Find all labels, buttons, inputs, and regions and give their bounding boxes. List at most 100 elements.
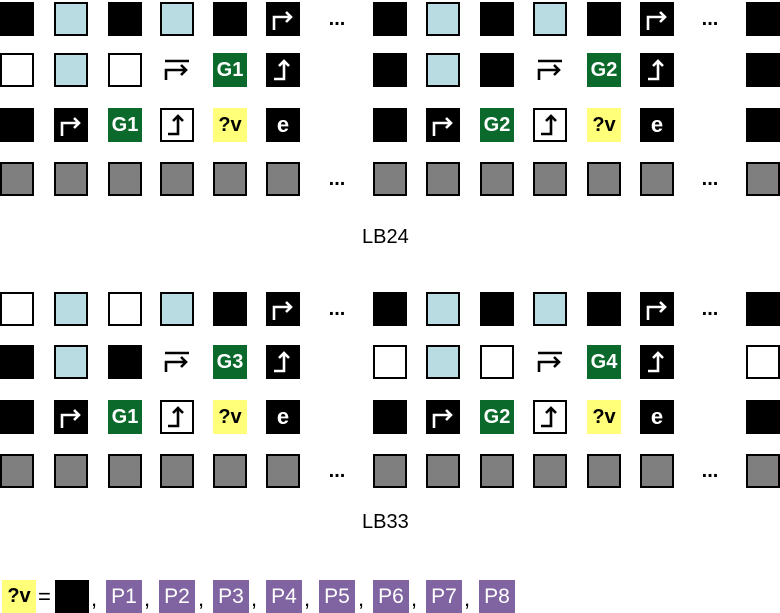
gray-cell bbox=[373, 454, 407, 488]
e-cell: e bbox=[266, 400, 300, 434]
black-cell bbox=[0, 345, 34, 379]
ellipsis: ... bbox=[701, 459, 719, 482]
black-cell bbox=[480, 2, 514, 36]
gray-cell bbox=[640, 162, 674, 196]
turn-right-arrow-icon bbox=[426, 108, 460, 142]
gray-cell bbox=[480, 162, 514, 196]
black-cell bbox=[0, 400, 34, 434]
gray-cell bbox=[533, 162, 567, 196]
gray-cell bbox=[373, 162, 407, 196]
black-cell bbox=[0, 108, 34, 142]
gray-cell bbox=[160, 162, 194, 196]
gray-cell bbox=[213, 454, 247, 488]
black-cell bbox=[480, 292, 514, 326]
legend-separator: , bbox=[251, 586, 258, 611]
black-cell bbox=[373, 292, 407, 326]
ellipsis: ... bbox=[328, 7, 346, 30]
gray-cell bbox=[480, 454, 514, 488]
gray-cell bbox=[160, 454, 194, 488]
lightblue-cell bbox=[426, 2, 460, 36]
legend-black-cell bbox=[55, 580, 89, 613]
green-label-cell: G3 bbox=[213, 345, 247, 379]
legend-separator: , bbox=[358, 586, 365, 611]
gray-cell bbox=[587, 162, 621, 196]
caption-lb33: LB33 bbox=[362, 511, 409, 533]
turn-right-arrow-icon bbox=[426, 400, 460, 434]
green-label-cell: G2 bbox=[480, 108, 514, 142]
gray-cell bbox=[746, 162, 780, 196]
legend-separator: , bbox=[304, 586, 311, 611]
outlined-turn-up-arrow-icon bbox=[160, 400, 194, 434]
yellow-label-cell: ?v bbox=[213, 400, 247, 434]
turn-up-arrow-icon bbox=[640, 53, 674, 87]
bar-turn-right-arrow-icon bbox=[533, 345, 567, 379]
gray-cell bbox=[213, 162, 247, 196]
turn-right-arrow-icon bbox=[266, 292, 300, 326]
black-cell bbox=[746, 53, 780, 87]
black-cell bbox=[373, 2, 407, 36]
lightblue-cell bbox=[54, 2, 88, 36]
legend-item-p7: P7 bbox=[426, 580, 462, 613]
turn-right-arrow-icon bbox=[54, 108, 88, 142]
black-cell bbox=[108, 345, 142, 379]
turn-up-arrow-icon bbox=[266, 345, 300, 379]
legend-item-p5: P5 bbox=[319, 580, 355, 613]
turn-right-arrow-icon bbox=[266, 2, 300, 36]
yellow-label-cell: ?v bbox=[213, 108, 247, 142]
gray-cell bbox=[587, 454, 621, 488]
green-label-cell: G1 bbox=[108, 400, 142, 434]
green-label-cell: G1 bbox=[213, 53, 247, 87]
gray-cell bbox=[0, 454, 34, 488]
gray-cell bbox=[54, 162, 88, 196]
green-label-cell: G2 bbox=[480, 400, 514, 434]
ellipsis: ... bbox=[328, 167, 346, 190]
outlined-turn-up-arrow-icon bbox=[533, 400, 567, 434]
bar-turn-right-arrow-icon bbox=[160, 53, 194, 87]
lightblue-cell bbox=[160, 292, 194, 326]
outlined-turn-up-arrow-icon bbox=[533, 108, 567, 142]
legend-separator: , bbox=[144, 586, 151, 611]
black-cell bbox=[746, 292, 780, 326]
gray-cell bbox=[0, 162, 34, 196]
legend-separator: , bbox=[198, 586, 205, 611]
e-cell: e bbox=[266, 108, 300, 142]
bar-turn-right-arrow-icon bbox=[160, 345, 194, 379]
turn-up-arrow-icon bbox=[640, 345, 674, 379]
caption-lb24: LB24 bbox=[362, 226, 409, 248]
yellow-label-cell: ?v bbox=[587, 108, 621, 142]
ellipsis: ... bbox=[701, 167, 719, 190]
white-cell bbox=[108, 53, 142, 87]
black-cell bbox=[213, 292, 247, 326]
white-cell bbox=[108, 292, 142, 326]
gray-cell bbox=[108, 162, 142, 196]
turn-up-arrow-icon bbox=[266, 53, 300, 87]
lightblue-cell bbox=[54, 53, 88, 87]
legend-separator: , bbox=[464, 586, 471, 611]
turn-right-arrow-icon bbox=[54, 400, 88, 434]
lightblue-cell bbox=[426, 53, 460, 87]
legend-item-p8: P8 bbox=[479, 580, 515, 613]
black-cell bbox=[480, 53, 514, 87]
gray-cell bbox=[108, 454, 142, 488]
turn-right-arrow-icon bbox=[640, 2, 674, 36]
black-cell bbox=[587, 2, 621, 36]
black-cell bbox=[108, 2, 142, 36]
black-cell bbox=[587, 292, 621, 326]
white-cell bbox=[480, 345, 514, 379]
bar-turn-right-arrow-icon bbox=[533, 53, 567, 87]
ellipsis: ... bbox=[328, 459, 346, 482]
black-cell bbox=[213, 2, 247, 36]
gray-cell bbox=[266, 454, 300, 488]
legend-separator: , bbox=[411, 586, 418, 611]
gray-cell bbox=[266, 162, 300, 196]
lightblue-cell bbox=[160, 2, 194, 36]
legend-item-p4: P4 bbox=[266, 580, 302, 613]
black-cell bbox=[746, 2, 780, 36]
legend-separator: , bbox=[91, 586, 98, 611]
white-cell bbox=[373, 345, 407, 379]
legend-item-p1: P1 bbox=[106, 580, 142, 613]
white-cell bbox=[0, 53, 34, 87]
legend-symbol: ?v bbox=[2, 580, 36, 613]
black-cell bbox=[0, 2, 34, 36]
